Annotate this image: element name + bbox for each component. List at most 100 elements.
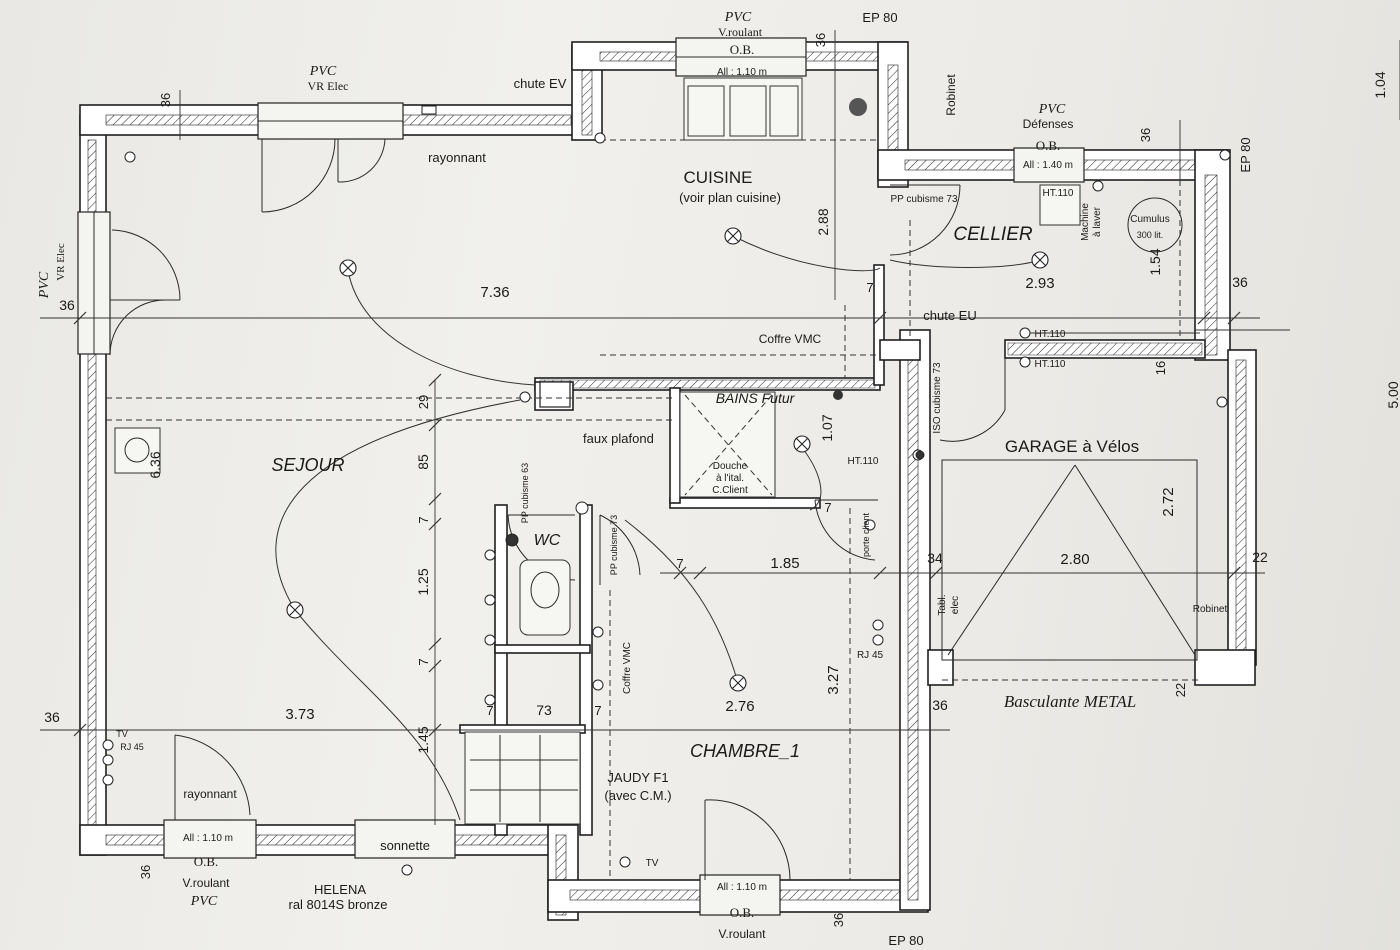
rayonnant-top-label: rayonnant [428, 150, 486, 165]
dimension-lines [40, 30, 1400, 825]
dim-500: 5.00 [1385, 381, 1400, 408]
dim-36-bottomleft: 36 [138, 865, 153, 879]
a-laver-label: à laver [1092, 206, 1103, 237]
left-window-vr: VR Elec [55, 243, 67, 281]
tv-chambre: TV [646, 858, 659, 869]
sejour-door-roulant: V.roulant [183, 876, 231, 890]
ep80-bottom: EP 80 [888, 933, 923, 948]
jaudy-line1: JAUDY F1 [607, 770, 668, 785]
dim-7-b: 7 [416, 658, 431, 665]
dim-34: 34 [927, 550, 943, 566]
ral-label: ral 8014S bronze [288, 897, 387, 912]
cellier-window-allege: All : 1.40 m [1023, 160, 1073, 171]
dim-7-bains: 7 [824, 500, 831, 515]
pp-cubisme-cellier: PP cubisme 73 [890, 194, 958, 205]
iso-cubisme-label: ISO cubisme 73 [932, 362, 943, 434]
helena-label: HELENA [314, 882, 366, 897]
douche-line2: à l'ital. [716, 473, 744, 484]
chute-eu-label: chute EU [923, 308, 976, 323]
jaudy-line2: (avec C.M.) [604, 788, 671, 803]
dim-22-bottom: 22 [1173, 683, 1188, 697]
coffre-vmc-vertical: Coffre VMC [622, 642, 633, 694]
dim-7-e: 7 [594, 703, 601, 718]
cumulus-label: Cumulus [1130, 214, 1169, 225]
room-cuisine-note: (voir plan cuisine) [679, 190, 781, 205]
porte-client-label: porte client [861, 512, 871, 557]
chambre-window-allege: All : 1.10 m [717, 882, 767, 893]
plan-labels: PVC V.roulant O.B. All : 1.10 m EP 80 36… [37, 10, 1400, 948]
ht110-bains: HT.110 [848, 456, 879, 467]
ht110-cellier: HT.110 [1043, 188, 1074, 199]
reference-lines [106, 139, 1181, 880]
kitchen-window-pvc: PVC [724, 10, 752, 25]
garage-door [941, 459, 1200, 681]
basculante-label: Basculante METAL [1004, 692, 1136, 711]
dim-36-cellier: 36 [1138, 128, 1153, 142]
room-cellier: CELLIER [953, 224, 1032, 245]
light-points [286, 227, 1049, 692]
room-bains: BAINS Futur [716, 390, 796, 406]
room-wc: WC [534, 532, 561, 549]
chambre-window-roulant: V.roulant [719, 927, 767, 941]
dim-145: 1.45 [415, 726, 431, 753]
robinet-top-label: Robinet [944, 74, 958, 116]
dim-272: 2.72 [1160, 487, 1177, 516]
sejour-door-allege: All : 1.10 m [183, 833, 233, 844]
rj45-chambre: RJ 45 [857, 650, 884, 661]
dim-280: 2.80 [1060, 551, 1089, 568]
dim-154: 1.54 [1147, 248, 1163, 275]
dim-36-top: 36 [813, 33, 828, 47]
faux-plafond-label: faux plafond [583, 431, 654, 446]
room-chambre: CHAMBRE_1 [690, 741, 800, 761]
sejour-window-vr: VR Elec [308, 79, 349, 93]
cumulus-volume: 300 lit. [1137, 230, 1164, 240]
dim-293: 2.93 [1025, 275, 1054, 292]
dim-125: 1.25 [415, 568, 431, 595]
dim-107: 1.07 [819, 414, 835, 441]
left-window-pvc: PVC [37, 271, 52, 299]
dim-36-garage: 36 [932, 697, 948, 713]
dim-36-bottom: 36 [831, 913, 846, 927]
sonnette-label: sonnette [380, 838, 430, 853]
dim-373: 3.73 [285, 706, 314, 723]
ht110-b: HT.110 [1035, 359, 1066, 370]
chambre-window-ob: O.B. [730, 905, 755, 920]
tv-sejour: TV [116, 729, 128, 739]
sejour-door-pvc: PVC [190, 894, 218, 909]
pp-cubisme-63: PP cubisme 63 [520, 463, 530, 523]
dim-327: 3.27 [825, 665, 842, 694]
chute-ev-label: chute EV [514, 76, 567, 91]
kitchen-window-roulant: V.roulant [718, 25, 763, 39]
rayonnant-bottom-label: rayonnant [183, 787, 237, 801]
dim-185: 1.85 [770, 555, 799, 572]
exterior-walls [79, 41, 1257, 921]
kitchen-window-allege: All : 1.10 m [717, 67, 767, 78]
dim-85: 85 [415, 454, 431, 470]
rj45-sejour: RJ 45 [120, 742, 144, 752]
cellier-window-ob: O.B. [1036, 138, 1061, 153]
dim-36-leftbottom: 36 [44, 709, 60, 725]
dim-36-right: 36 [1232, 274, 1248, 290]
douche-line1: Douche [713, 461, 748, 472]
dim-288: 2.88 [815, 208, 831, 235]
dim-7-a: 7 [416, 516, 431, 523]
sejour-window-pvc: PVC [309, 64, 337, 79]
cellier-window-defenses: Défenses [1023, 117, 1074, 131]
dim-36-topleft: 36 [158, 93, 173, 107]
dim-7-cellier: 7 [866, 280, 873, 295]
dim-276: 2.76 [725, 698, 754, 715]
dim-7-d: 7 [486, 703, 493, 718]
dim-29: 29 [416, 395, 431, 409]
robinet-garage-label: Robinet [1193, 604, 1228, 615]
dim-16: 16 [1153, 361, 1168, 375]
dim-636: 6.36 [147, 451, 163, 478]
ep80-right: EP 80 [1238, 137, 1253, 172]
douche-line3: C.Client [712, 485, 748, 496]
kitchen-window-ob: O.B. [730, 42, 755, 57]
dim-73: 73 [536, 702, 552, 718]
dim-104: 1.04 [1372, 71, 1388, 98]
dim-36-left: 36 [59, 297, 75, 313]
ep80-top: EP 80 [862, 10, 897, 25]
